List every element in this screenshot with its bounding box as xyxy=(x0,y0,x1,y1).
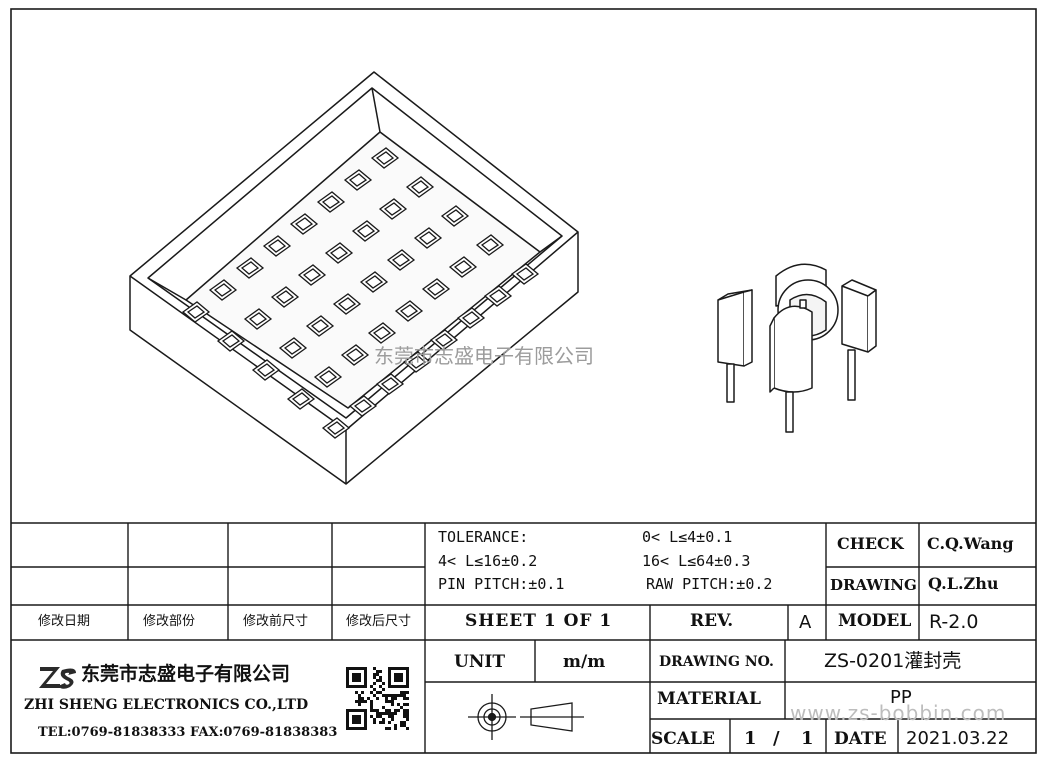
qr-code-icon xyxy=(346,667,409,730)
watermark-center: 东莞市志盛电子有限公司 xyxy=(374,344,594,368)
pin-hole xyxy=(216,330,246,352)
pin-holes-grid xyxy=(181,147,540,439)
check-value: C.Q.Wang xyxy=(927,534,1014,553)
raw-pitch: RAW PITCH:±0.2 xyxy=(646,575,773,593)
unit-value: m/m xyxy=(563,652,606,672)
check-label: CHECK xyxy=(837,534,904,553)
bobbin-illustration xyxy=(717,263,877,433)
pin-hole xyxy=(348,395,378,417)
company-contact: TEL:0769-81838333 FAX:0769-81838383 xyxy=(38,725,338,740)
scale-value-1: 1 xyxy=(744,728,757,749)
material-label: MATERIAL xyxy=(657,689,761,709)
pin-hole xyxy=(375,373,405,395)
sheet-number: SHEET 1 OF 1 xyxy=(465,611,613,631)
pin-hole xyxy=(181,301,211,323)
rev-value: A xyxy=(799,612,812,633)
potting-box-illustration xyxy=(129,71,579,485)
revision-header-before: 修改前尺寸 xyxy=(243,614,309,629)
pin-pitch: PIN PITCH:±0.1 xyxy=(438,575,565,593)
pin-hole xyxy=(370,147,400,169)
pin-hole xyxy=(278,337,308,359)
pin-hole xyxy=(297,264,327,286)
pin-hole xyxy=(359,271,389,293)
pin-hole xyxy=(405,176,435,198)
pin-hole xyxy=(483,285,513,307)
pin-hole xyxy=(402,351,432,373)
pin-hole xyxy=(429,329,459,351)
pin-hole xyxy=(413,227,443,249)
pin-hole xyxy=(421,278,451,300)
pin-hole xyxy=(386,249,416,271)
revision-header-part: 修改部份 xyxy=(143,614,196,629)
drawing-label: DRAWING xyxy=(830,576,917,594)
pin-hole xyxy=(235,257,265,279)
pin-hole xyxy=(367,322,397,344)
material-value: PP xyxy=(890,687,912,708)
scale-separator: / xyxy=(773,728,780,749)
revision-header-date: 修改日期 xyxy=(38,614,91,629)
revision-header-after: 修改后尺寸 xyxy=(346,614,412,629)
pin-hole xyxy=(394,300,424,322)
rev-label: REV. xyxy=(690,611,734,631)
pin-hole xyxy=(340,344,370,366)
pin-hole xyxy=(321,417,351,439)
pin-hole xyxy=(286,388,316,410)
company-name-en: ZHI SHENG ELECTRONICS CO.,LTD xyxy=(24,697,309,713)
pin-hole xyxy=(316,191,346,213)
pin-hole xyxy=(243,308,273,330)
pin-hole xyxy=(448,256,478,278)
pin-hole xyxy=(510,263,540,285)
date-label: DATE xyxy=(834,729,887,749)
scale-value-2: 1 xyxy=(801,728,814,749)
pin-hole xyxy=(351,220,381,242)
pin-hole xyxy=(313,366,343,388)
tolerance-line-1: 0< L≤4±0.1 xyxy=(642,528,733,546)
drawing-no-value: ZS-0201灌封壳 xyxy=(824,650,962,672)
pin-hole xyxy=(332,293,362,315)
sheet-border xyxy=(10,8,1037,754)
unit-label: UNIT xyxy=(454,652,505,672)
tolerance-line-2: 4< L≤16±0.2 xyxy=(438,552,538,570)
company-logo-icon xyxy=(38,664,78,690)
pin-hole xyxy=(305,315,335,337)
title-block-grid xyxy=(11,522,1036,753)
pin-hole xyxy=(475,234,505,256)
scale-label: SCALE xyxy=(651,729,715,749)
pin-hole xyxy=(270,286,300,308)
company-name-cn: 东莞市志盛电子有限公司 xyxy=(81,663,291,685)
tolerance-line-3: 16< L≤64±0.3 xyxy=(642,552,751,570)
pin-hole xyxy=(251,359,281,381)
model-label: MODEL xyxy=(838,611,912,631)
date-value: 2021.03.22 xyxy=(906,728,1010,749)
pin-hole xyxy=(378,198,408,220)
pin-hole xyxy=(343,169,373,191)
pin-hole xyxy=(208,279,238,301)
drawing-value: Q.L.Zhu xyxy=(928,574,999,593)
tolerance-label: TOLERANCE: xyxy=(438,528,529,546)
pin-hole xyxy=(262,235,292,257)
pin-hole xyxy=(456,307,486,329)
watermark-bottom: www.zs-bobbin.com xyxy=(790,701,1007,725)
pin-hole xyxy=(440,205,470,227)
pin-hole xyxy=(324,242,354,264)
projection-symbol-icon xyxy=(468,694,584,740)
drawing-no-label: DRAWING NO. xyxy=(659,654,774,670)
model-value: R-2.0 xyxy=(929,611,979,633)
pin-hole xyxy=(289,213,319,235)
